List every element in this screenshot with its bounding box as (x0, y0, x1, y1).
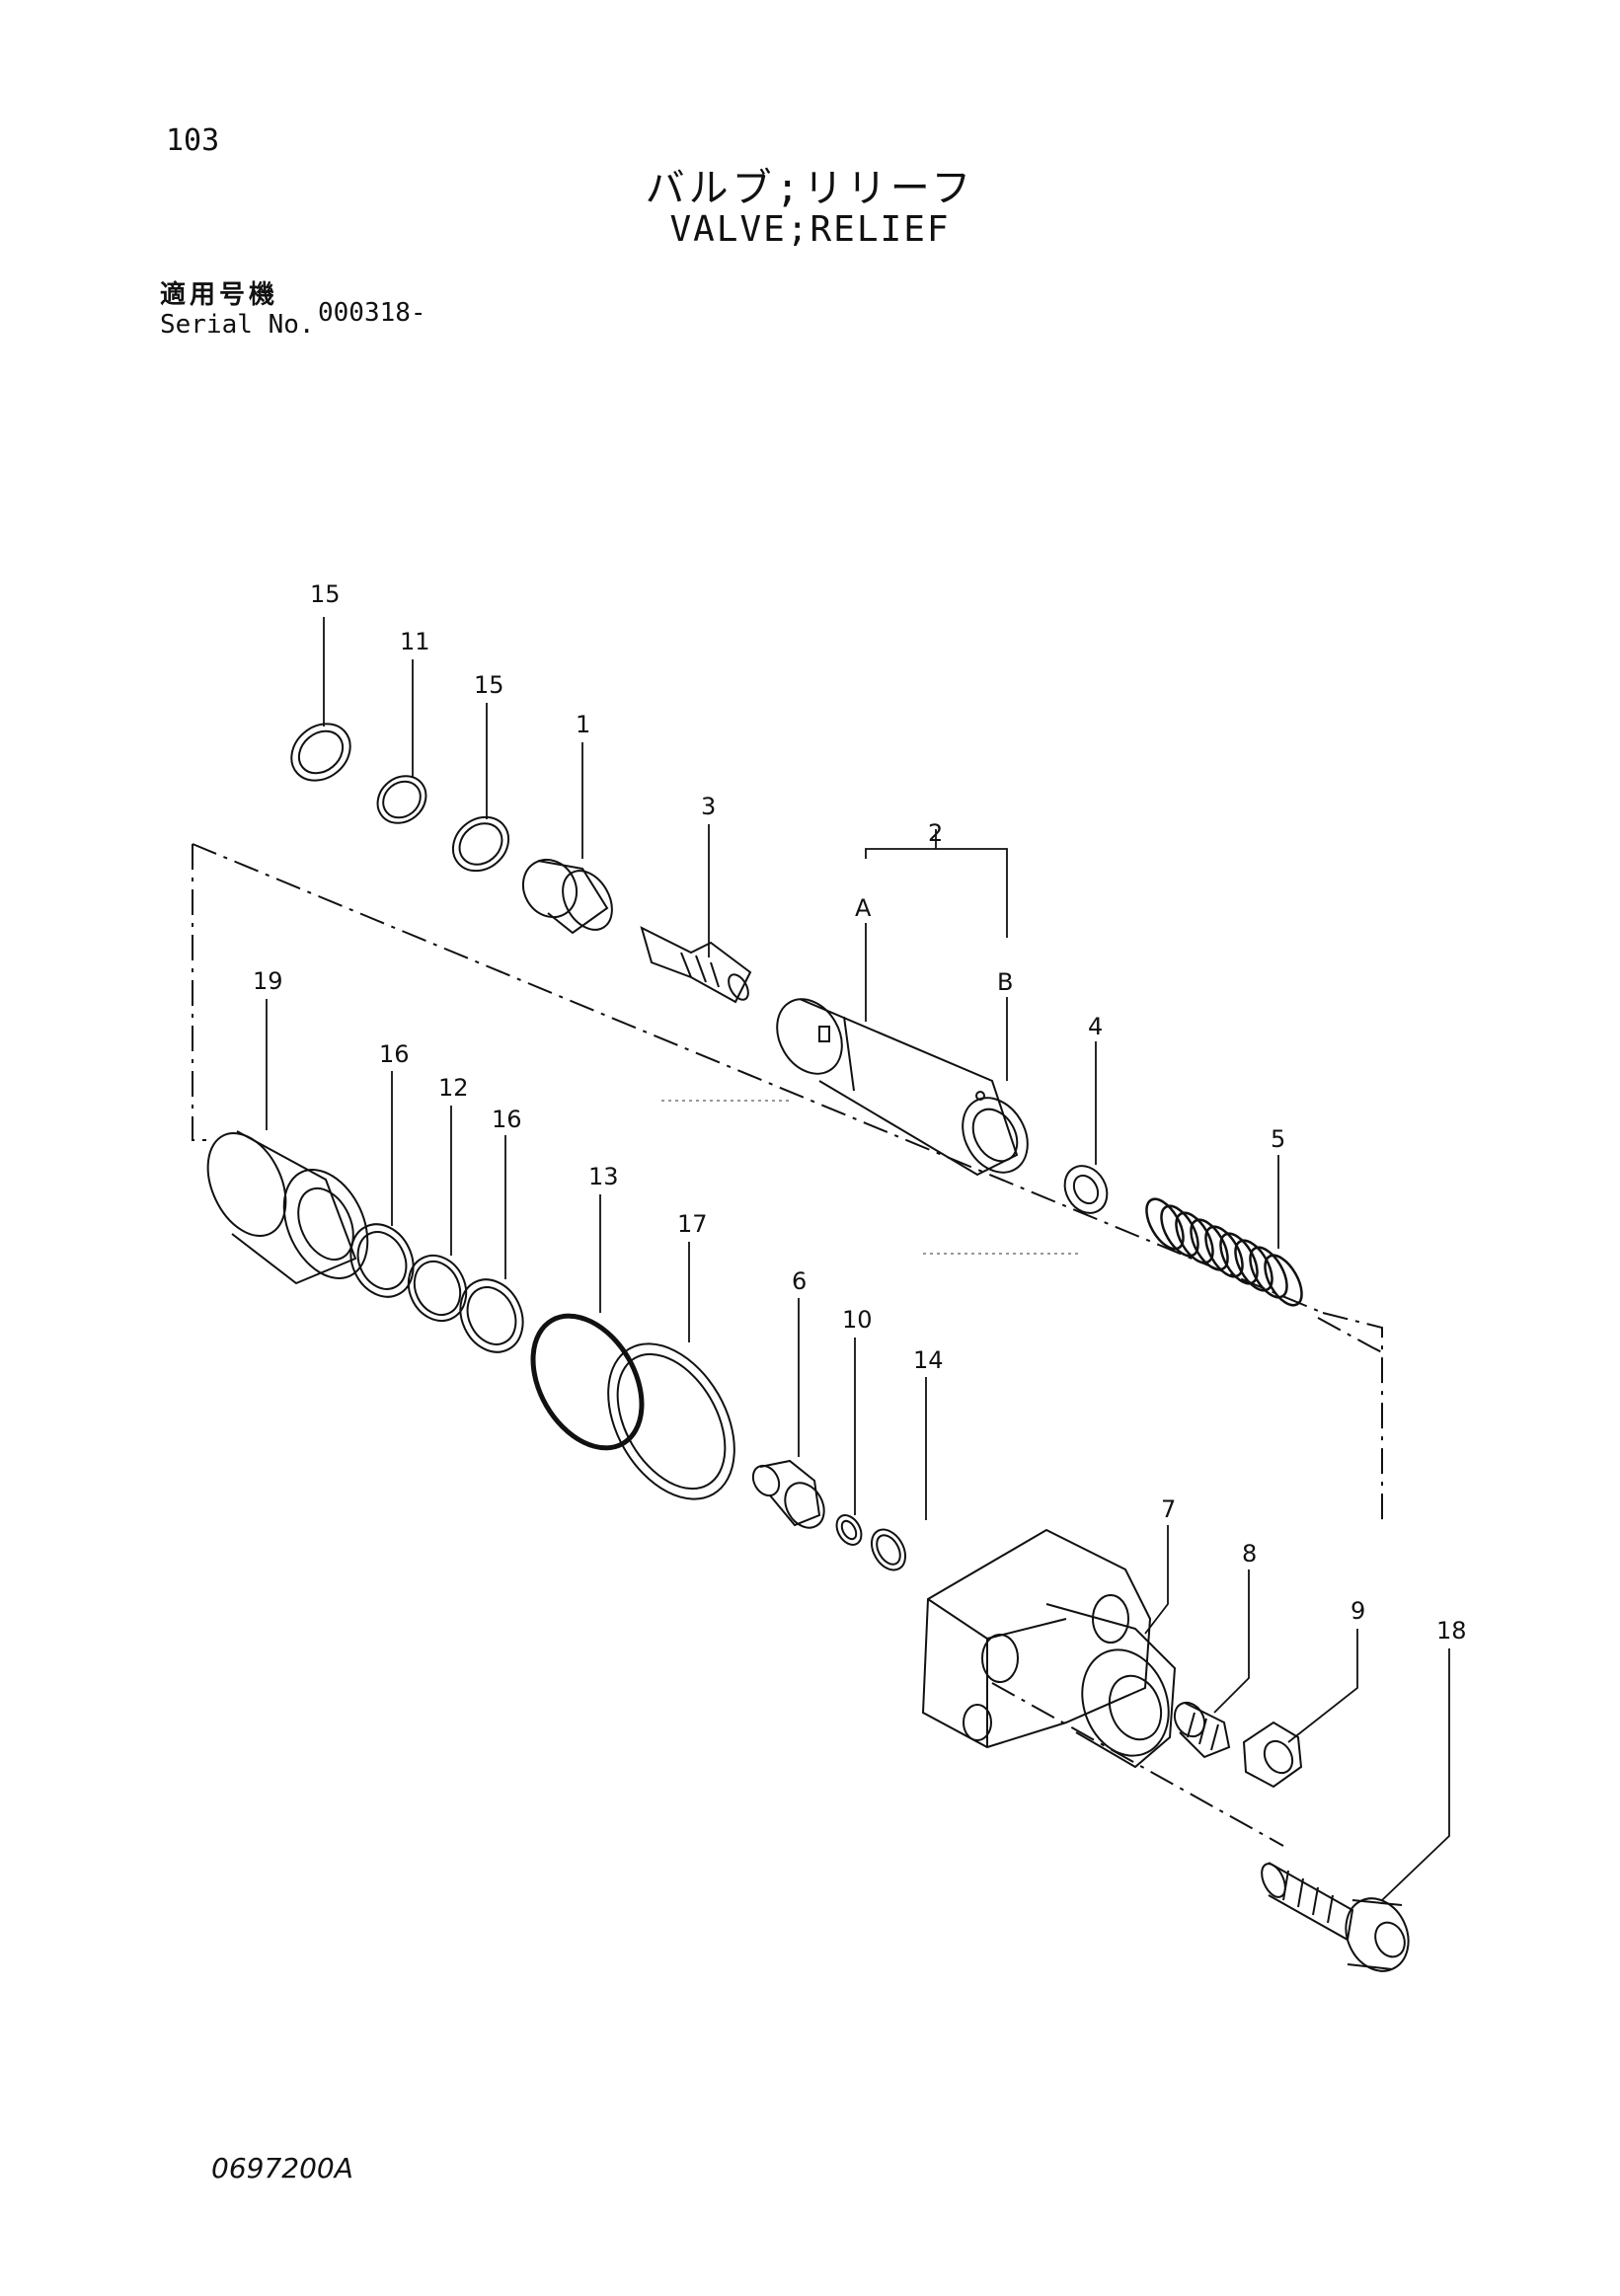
callout-7: 7 (1161, 1495, 1176, 1523)
callout-2: 2 (928, 819, 943, 847)
callout-16a: 16 (379, 1040, 410, 1068)
callout-6: 6 (792, 1267, 807, 1295)
leader-lines (266, 617, 1450, 1901)
washer-4 (1063, 1165, 1109, 1214)
callout-13: 13 (588, 1163, 619, 1190)
seal-ring-15a (290, 723, 351, 782)
callout-A: A (855, 894, 872, 922)
callout-12: 12 (438, 1074, 469, 1102)
callout-19: 19 (253, 967, 283, 995)
callout-15a: 15 (310, 580, 341, 608)
title-english: VALVE;RELIEF (669, 209, 951, 250)
plug-1 (521, 858, 613, 935)
title-japanese: バルブ;リリーフ (645, 166, 975, 211)
cap-19 (206, 1130, 369, 1285)
callout-15b: 15 (474, 671, 504, 699)
serial-label-english: Serial No. (160, 310, 315, 340)
callout-3: 3 (701, 793, 716, 820)
seal-ring-16b (459, 1278, 524, 1353)
callout-17: 17 (677, 1210, 708, 1238)
assembly-centerline (192, 843, 1383, 1847)
drawing-code: 0697200A (211, 2152, 353, 2184)
seal-ring-16a (349, 1223, 415, 1298)
callout-4: 4 (1088, 1013, 1103, 1040)
ring-17 (607, 1342, 735, 1500)
sleeve-2 (776, 998, 1029, 1177)
callout-10: 10 (842, 1306, 873, 1334)
page-number: 103 (166, 123, 220, 158)
callout-9: 9 (1350, 1597, 1365, 1625)
flange-body-7 (921, 1528, 1177, 1769)
serial-label-japanese: 適用号機 (160, 280, 279, 310)
set-screw-8 (1173, 1701, 1231, 1759)
seal-ring-15b (451, 815, 510, 873)
ring-11 (376, 775, 427, 824)
callout-14: 14 (913, 1346, 944, 1374)
piston-6 (751, 1459, 825, 1529)
ring-12 (407, 1254, 468, 1323)
ring-14 (870, 1528, 907, 1571)
nut-9 (1242, 1721, 1303, 1789)
serial-number-value: 000318- (318, 298, 426, 328)
poppet-3 (640, 926, 752, 1004)
callout-18: 18 (1436, 1617, 1467, 1645)
callout-B: B (997, 968, 1013, 996)
callout-5: 5 (1271, 1125, 1285, 1153)
spring-5 (1145, 1197, 1303, 1307)
ring-10 (835, 1514, 863, 1546)
callout-1: 1 (576, 711, 590, 738)
callout-11: 11 (400, 628, 430, 655)
socket-screw-18 (1261, 1862, 1410, 1972)
callout-8: 8 (1242, 1540, 1257, 1568)
o-ring-13 (530, 1313, 645, 1451)
callout-16b: 16 (492, 1106, 522, 1133)
